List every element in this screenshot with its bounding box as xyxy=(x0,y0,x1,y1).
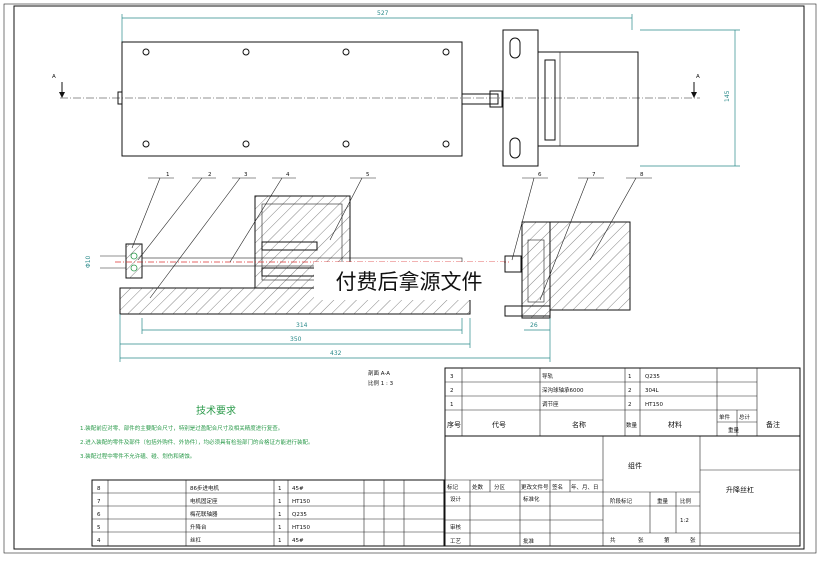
svg-text:1: 1 xyxy=(278,499,282,505)
svg-text:A: A xyxy=(52,74,56,80)
svg-text:Φ10: Φ10 xyxy=(85,255,92,268)
balloon-8: 8 xyxy=(640,172,644,178)
svg-text:HT150: HT150 xyxy=(292,499,310,505)
balloon-5: 5 xyxy=(366,172,370,178)
svg-text:2.进入装配的零件及部件（包括外购件、外协件），均必须具有检: 2.进入装配的零件及部件（包括外购件、外协件），均必须具有检验部门的合格证方能进… xyxy=(80,438,314,446)
svg-text:张: 张 xyxy=(638,536,644,544)
svg-text:2: 2 xyxy=(628,388,632,394)
drawing-name: 升降丝杠 xyxy=(726,485,754,494)
svg-text:350: 350 xyxy=(290,336,302,343)
svg-text:26: 26 xyxy=(530,322,538,329)
svg-text:材料: 材料 xyxy=(668,420,682,429)
svg-text:2: 2 xyxy=(628,402,632,408)
svg-text:8: 8 xyxy=(97,486,101,492)
svg-text:比例: 比例 xyxy=(680,497,692,505)
svg-text:单件: 单件 xyxy=(719,413,731,421)
svg-text:更改文件号: 更改文件号 xyxy=(521,483,549,491)
svg-text:共: 共 xyxy=(610,536,616,544)
svg-text:升降台: 升降台 xyxy=(190,523,207,531)
svg-text:304L: 304L xyxy=(645,388,659,394)
svg-text:1:2: 1:2 xyxy=(680,518,689,524)
section-scale: 比例 1 : 3 xyxy=(368,379,394,387)
svg-text:3.装配过程中零件不允许磕、碰、划伤和锈蚀。: 3.装配过程中零件不允许磕、碰、划伤和锈蚀。 xyxy=(80,452,195,460)
svg-text:重量: 重量 xyxy=(657,497,669,505)
svg-text:1: 1 xyxy=(628,374,632,380)
svg-text:1.装配前应对零、部件的主要配合尺寸，特别是过盈配合尺寸及相: 1.装配前应对零、部件的主要配合尺寸，特别是过盈配合尺寸及相关精度进行复查。 xyxy=(80,424,283,432)
svg-text:A: A xyxy=(696,74,700,80)
svg-text:批准: 批准 xyxy=(523,537,535,545)
svg-text:7: 7 xyxy=(97,499,101,505)
svg-text:5: 5 xyxy=(97,525,101,531)
svg-text:年、月、日: 年、月、日 xyxy=(571,483,599,491)
balloon-1: 1 xyxy=(166,172,170,178)
balloon-7: 7 xyxy=(592,172,596,178)
svg-text:2: 2 xyxy=(450,388,454,394)
balloon-2: 2 xyxy=(208,172,212,178)
svg-text:导轨: 导轨 xyxy=(542,372,554,380)
svg-text:张: 张 xyxy=(690,536,696,544)
svg-text:丝杠: 丝杠 xyxy=(190,536,202,544)
svg-text:阶段标记: 阶段标记 xyxy=(610,497,633,505)
svg-text:数量: 数量 xyxy=(626,421,638,429)
stepper-motor xyxy=(537,51,639,147)
bom-lower: 8 86步进电机 1 45# 7 电机固定座 1 HT150 6 梅花联轴器 1… xyxy=(91,479,445,547)
svg-text:标准化: 标准化 xyxy=(523,495,540,503)
section-title: 剖面 A-A xyxy=(368,369,390,377)
svg-text:HT150: HT150 xyxy=(645,402,663,408)
svg-text:设计: 设计 xyxy=(450,495,462,503)
bom-upper: 3 导轨 1 Q235 2 深沟球轴承6000 2 304L 1 调节座 2 H… xyxy=(444,367,801,437)
svg-text:分区: 分区 xyxy=(494,483,506,491)
balloon-4: 4 xyxy=(286,172,290,178)
svg-text:45#: 45# xyxy=(292,486,304,492)
svg-text:1: 1 xyxy=(278,486,282,492)
svg-text:重量: 重量 xyxy=(728,426,740,434)
balloon-3: 3 xyxy=(244,172,248,178)
lift-table-top xyxy=(121,41,463,157)
svg-text:备注: 备注 xyxy=(766,420,780,429)
svg-text:1: 1 xyxy=(278,538,282,544)
svg-text:第: 第 xyxy=(664,536,670,544)
svg-text:432: 432 xyxy=(330,350,342,357)
svg-text:标记: 标记 xyxy=(447,483,459,491)
outer-border xyxy=(3,3,817,554)
svg-text:Q235: Q235 xyxy=(645,374,660,380)
svg-text:86步进电机: 86步进电机 xyxy=(190,484,219,492)
group-label: 组件 xyxy=(628,461,642,470)
svg-text:电机固定座: 电机固定座 xyxy=(190,497,218,505)
svg-text:审核: 审核 xyxy=(450,523,462,531)
svg-text:1: 1 xyxy=(450,402,454,408)
balloon-6: 6 xyxy=(538,172,542,178)
title-block: 标记 处数 分区 更改文件号 签名 年、月、日 设计 标准化 审核 工艺 批准 … xyxy=(444,435,801,547)
svg-text:处数: 处数 xyxy=(472,483,484,491)
svg-text:深沟球轴承6000: 深沟球轴承6000 xyxy=(542,386,584,394)
svg-text:总计: 总计 xyxy=(739,413,751,421)
svg-text:1: 1 xyxy=(278,525,282,531)
svg-text:序号: 序号 xyxy=(447,420,461,429)
dim-top-height: 145 xyxy=(724,90,731,102)
svg-text:签名: 签名 xyxy=(552,483,563,491)
svg-text:4: 4 xyxy=(97,538,101,544)
svg-text:45#: 45# xyxy=(292,538,304,544)
dim-top-length: 527 xyxy=(377,10,389,17)
svg-text:代号: 代号 xyxy=(492,420,506,429)
svg-text:6: 6 xyxy=(97,512,101,518)
tech-requirements: 技术要求 1.装配前应对零、部件的主要配合尺寸，特别是过盈配合尺寸及相关精度进行… xyxy=(80,404,314,460)
top-view: 527 A A 145 xyxy=(52,10,740,167)
svg-text:工艺: 工艺 xyxy=(450,538,462,545)
svg-text:HT150: HT150 xyxy=(292,525,310,531)
svg-text:调节座: 调节座 xyxy=(542,400,559,408)
inner-border xyxy=(13,5,805,550)
svg-text:名称: 名称 xyxy=(572,420,586,429)
svg-text:梅花联轴器: 梅花联轴器 xyxy=(190,510,218,518)
tech-title: 技术要求 xyxy=(196,404,236,417)
watermark-overlay: 付费后拿源文件 xyxy=(314,262,504,300)
svg-text:1: 1 xyxy=(278,512,282,518)
svg-text:314: 314 xyxy=(296,322,308,329)
svg-text:3: 3 xyxy=(450,374,454,380)
svg-text:Q235: Q235 xyxy=(292,512,307,518)
